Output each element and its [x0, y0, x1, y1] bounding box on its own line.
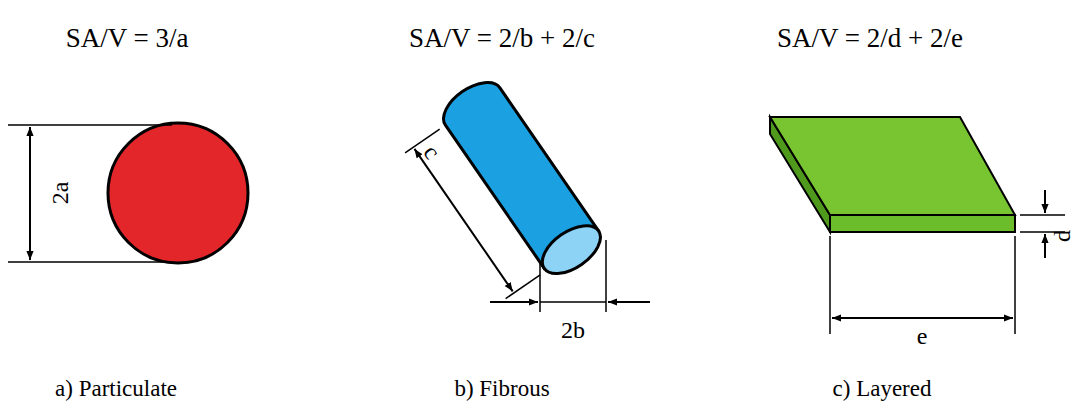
dimension-label: 2b [561, 318, 585, 342]
particle-sphere [8, 123, 248, 263]
layer-plate [770, 117, 1065, 334]
dimension-label: e [917, 324, 928, 348]
panel-caption: a) Particulate [55, 377, 177, 400]
fiber-cylinder [395, 73, 609, 311]
panel-caption: c) Layered [833, 377, 932, 400]
dimension-label: 2a [48, 182, 72, 205]
dimension-label: d [1050, 230, 1074, 242]
formula: SA/V = 2/b + 2/c [409, 25, 595, 52]
formula: SA/V = 3/a [66, 25, 189, 52]
dimension-label: c [419, 141, 445, 163]
formula: SA/V = 2/d + 2/e [777, 25, 963, 52]
diameter-dimension [490, 240, 650, 312]
panel-caption: b) Fibrous [454, 377, 549, 400]
